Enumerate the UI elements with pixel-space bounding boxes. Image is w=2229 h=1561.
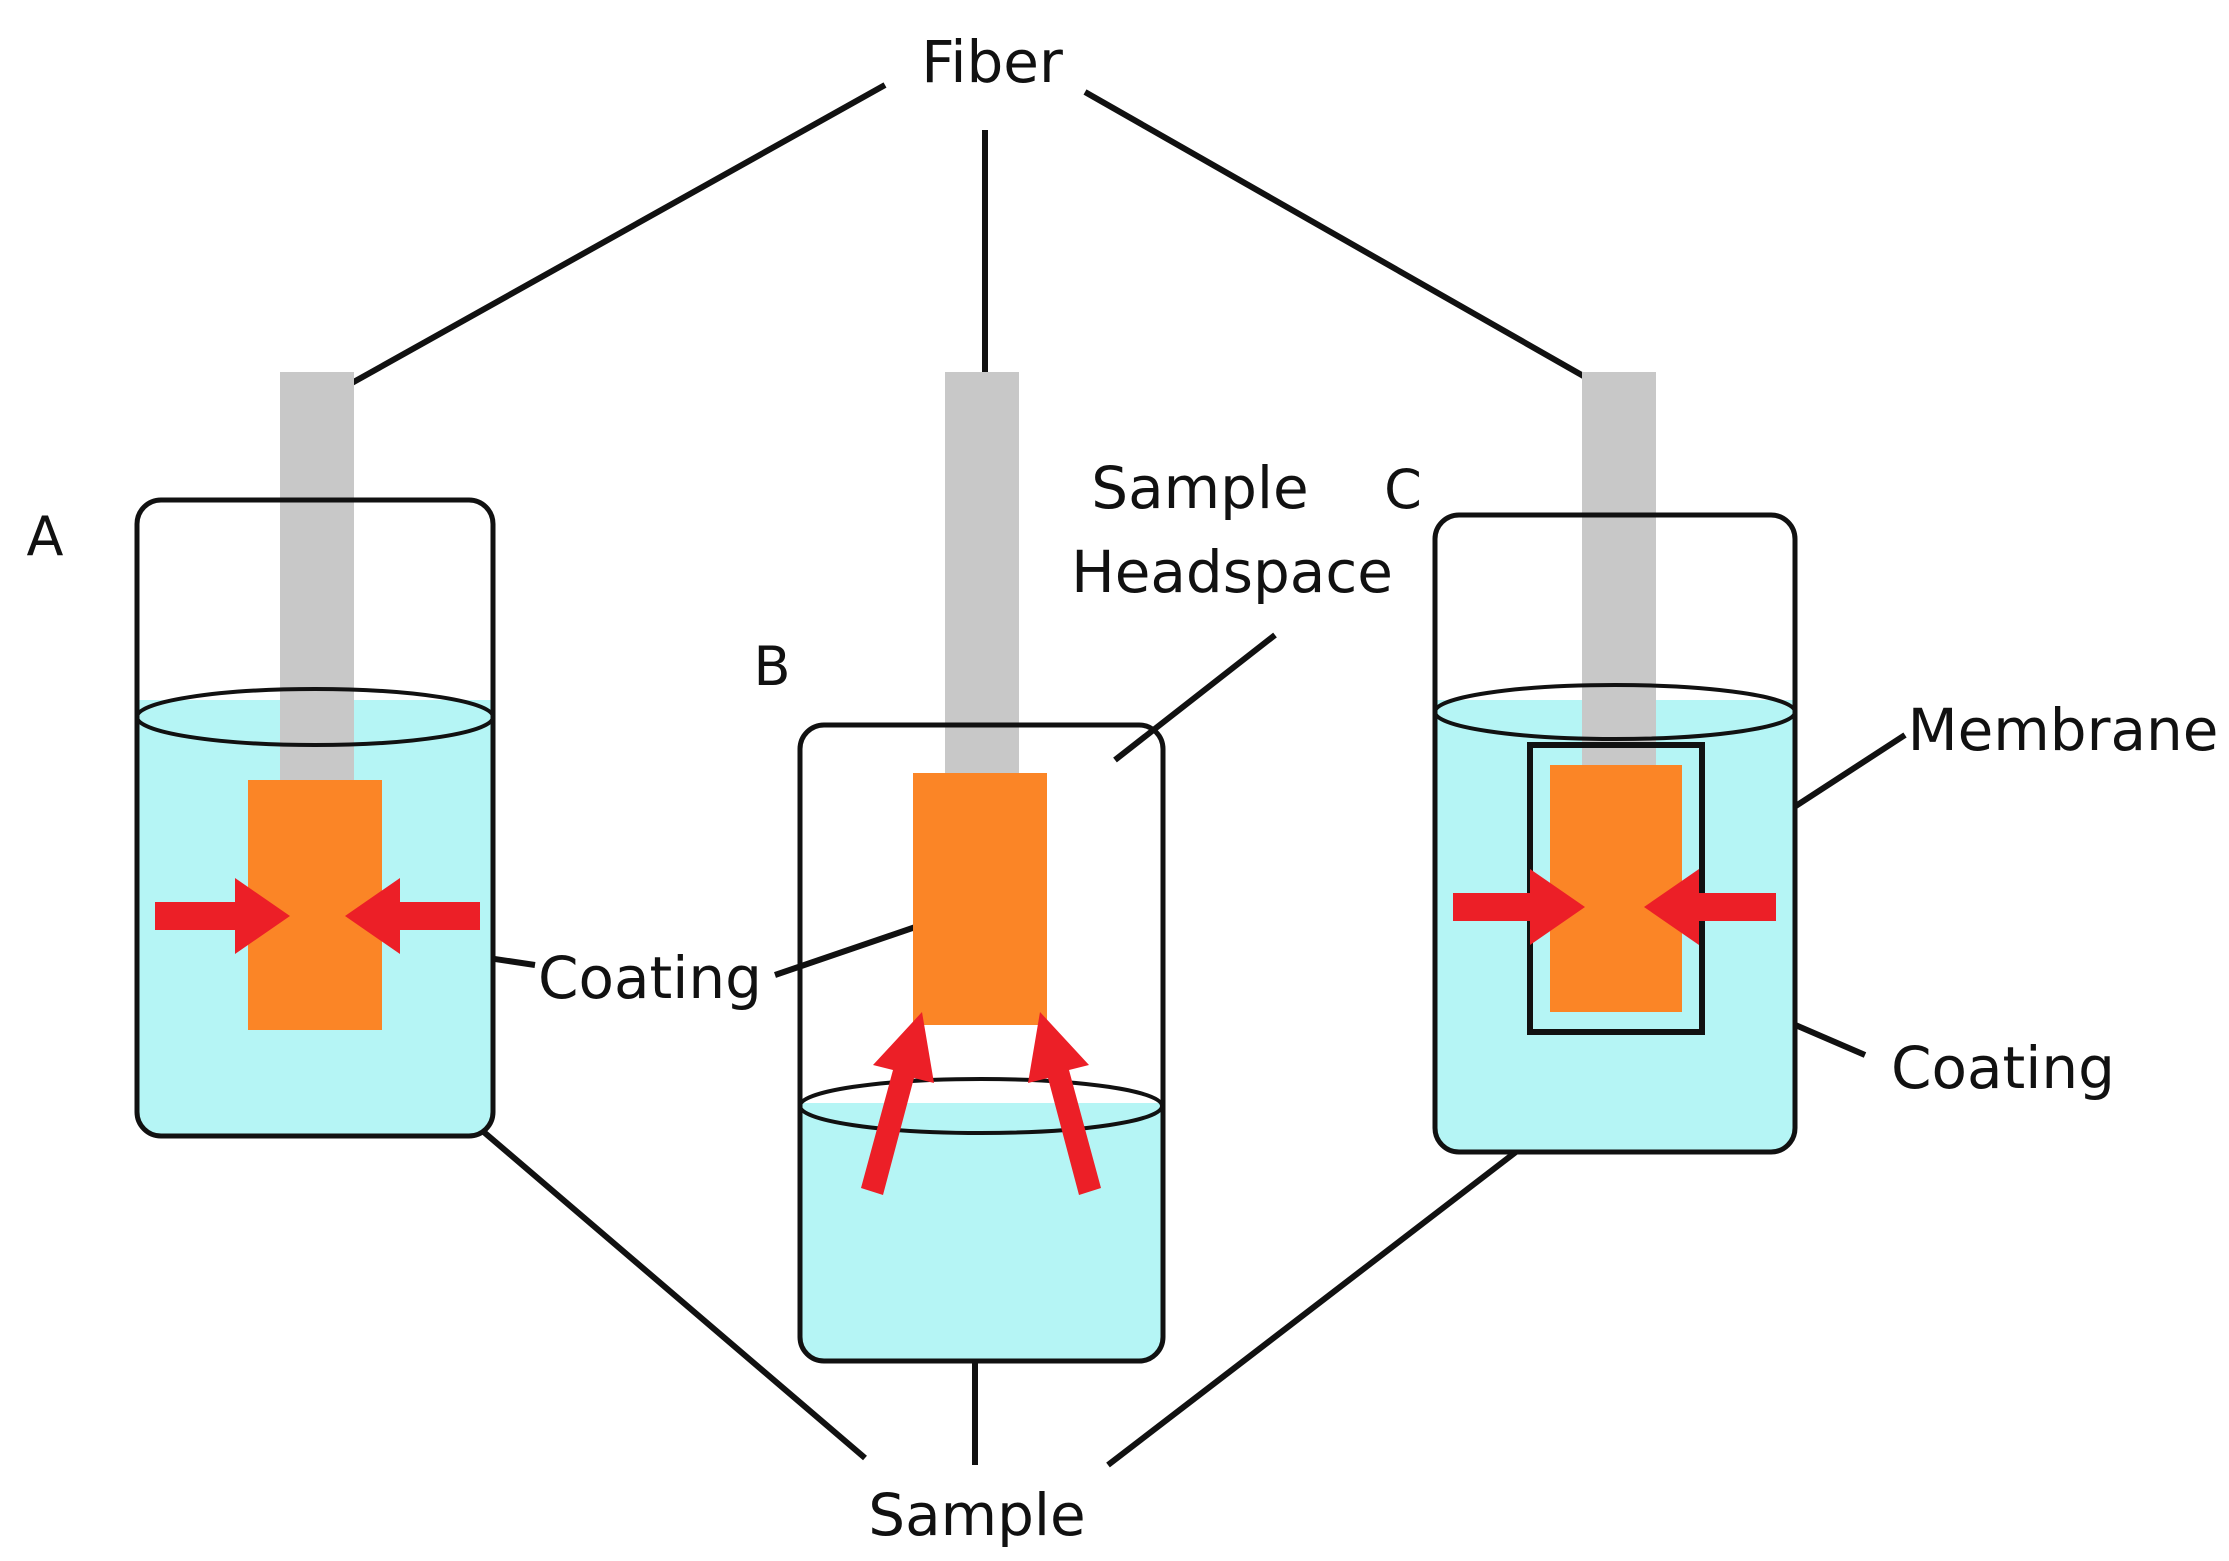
vial-c-coating bbox=[1550, 765, 1682, 1012]
panel-label-c: C bbox=[1384, 458, 1422, 521]
vial-a bbox=[134, 372, 496, 1139]
vial-b-arrow-left bbox=[861, 1012, 934, 1195]
vial-b bbox=[797, 372, 1166, 1364]
membrane-label: Membrane bbox=[1908, 696, 2219, 764]
vial-a-outline bbox=[134, 497, 496, 1139]
headspace-label-line2: Headspace bbox=[1071, 538, 1393, 606]
headspace-label-line1: Sample bbox=[1091, 454, 1308, 522]
panel-label-a: A bbox=[27, 505, 64, 568]
vial-b-liquid bbox=[800, 1103, 1163, 1361]
vial-b-outline bbox=[797, 722, 1166, 1364]
vial-c-fiber bbox=[1582, 372, 1656, 772]
sample-leader-a bbox=[435, 1089, 867, 1461]
sample-leader-c bbox=[1106, 1119, 1557, 1468]
vial-b-arrow-right bbox=[1028, 1012, 1101, 1195]
vial-c-arrow-right bbox=[1644, 869, 1776, 945]
coating-label-a: Coating bbox=[538, 944, 762, 1012]
vial-a-arrow-left bbox=[155, 878, 290, 954]
headspace-leader bbox=[1113, 632, 1277, 763]
vial-b-coating bbox=[913, 773, 1047, 1025]
vial-c bbox=[1432, 372, 1798, 1155]
fiber-leader-c bbox=[1083, 89, 1624, 401]
sample-label: Sample bbox=[868, 1481, 1085, 1549]
vial-c-outline bbox=[1432, 512, 1798, 1155]
vial-c-arrow-left bbox=[1453, 869, 1585, 945]
fiber-leader-a bbox=[323, 82, 887, 401]
panel-label-b: B bbox=[753, 635, 790, 698]
vial-a-arrow-right bbox=[345, 878, 480, 954]
vial-b-fiber bbox=[945, 372, 1019, 792]
fiber-label: Fiber bbox=[921, 28, 1063, 96]
vial-a-fiber bbox=[280, 372, 354, 792]
coating-label-c: Coating bbox=[1891, 1034, 2115, 1102]
leader-lines bbox=[323, 82, 1907, 1468]
